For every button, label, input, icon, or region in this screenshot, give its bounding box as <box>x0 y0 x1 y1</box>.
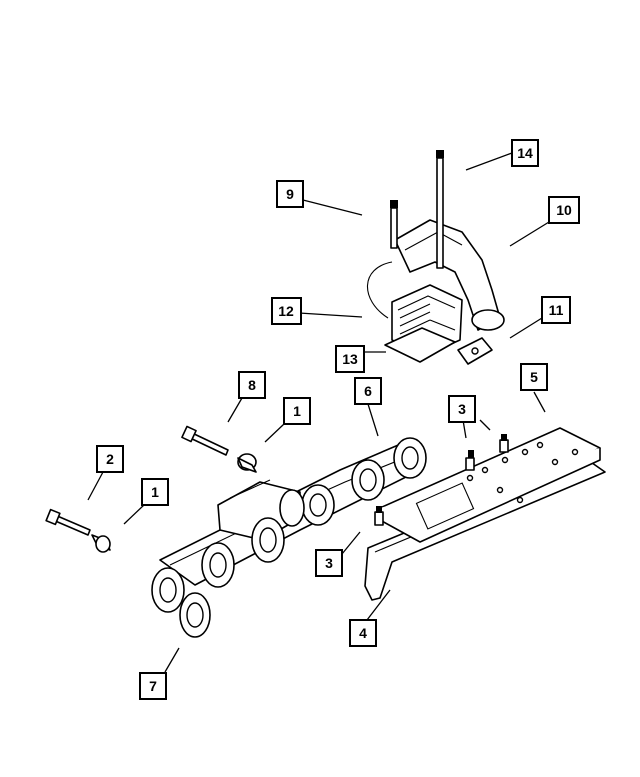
stud-bolt-2 <box>45 508 91 536</box>
callout-12: 12 <box>271 297 302 325</box>
callout-label: 14 <box>517 145 533 161</box>
callout-label: 10 <box>556 202 572 218</box>
callout-1-lower: 1 <box>141 478 169 506</box>
leader-lines <box>87 152 550 673</box>
exhaust-manifold <box>151 437 427 613</box>
egr-tube-loop <box>366 261 393 319</box>
egr-elbow-10 <box>394 219 505 331</box>
bolt-3-b <box>499 434 509 453</box>
callout-label: 11 <box>549 302 564 318</box>
bolt-14 <box>436 150 444 269</box>
callout-label: 5 <box>530 369 538 385</box>
callout-3-upper: 3 <box>448 395 476 423</box>
callout-4: 4 <box>349 619 377 647</box>
port-gasket <box>179 592 211 638</box>
callout-label: 1 <box>293 403 301 419</box>
callout-label: 13 <box>342 351 358 367</box>
callout-9: 9 <box>276 180 304 208</box>
callout-label: 3 <box>325 555 333 571</box>
callout-5: 5 <box>520 363 548 391</box>
spacer-1-upper <box>237 453 257 473</box>
callout-label: 12 <box>278 303 294 319</box>
callout-label: 6 <box>364 383 372 399</box>
egr-gasket-13 <box>384 327 456 363</box>
callout-11: 11 <box>541 296 571 324</box>
shield-holes <box>466 441 579 504</box>
bolt-3-c <box>374 506 384 526</box>
stud-bolt-8 <box>181 425 229 456</box>
callout-label: 7 <box>149 678 157 694</box>
callout-6: 6 <box>354 377 382 405</box>
bolt-3-a <box>465 450 475 471</box>
callout-label: 8 <box>248 377 256 393</box>
callout-1-upper: 1 <box>283 397 311 425</box>
callout-label: 4 <box>359 625 367 641</box>
gasket-11 <box>457 337 493 365</box>
spacer-1-lower <box>91 534 111 553</box>
callout-10: 10 <box>548 196 580 224</box>
callout-2: 2 <box>96 445 124 473</box>
callout-label: 1 <box>151 484 159 500</box>
callout-7: 7 <box>139 672 167 700</box>
bolt-9 <box>390 200 398 249</box>
callout-3-lower: 3 <box>315 549 343 577</box>
callout-label: 9 <box>286 186 294 202</box>
callout-13: 13 <box>335 345 365 373</box>
callout-label: 3 <box>458 401 466 417</box>
callout-14: 14 <box>511 139 539 167</box>
callout-8: 8 <box>238 371 266 399</box>
callout-label: 2 <box>106 451 114 467</box>
